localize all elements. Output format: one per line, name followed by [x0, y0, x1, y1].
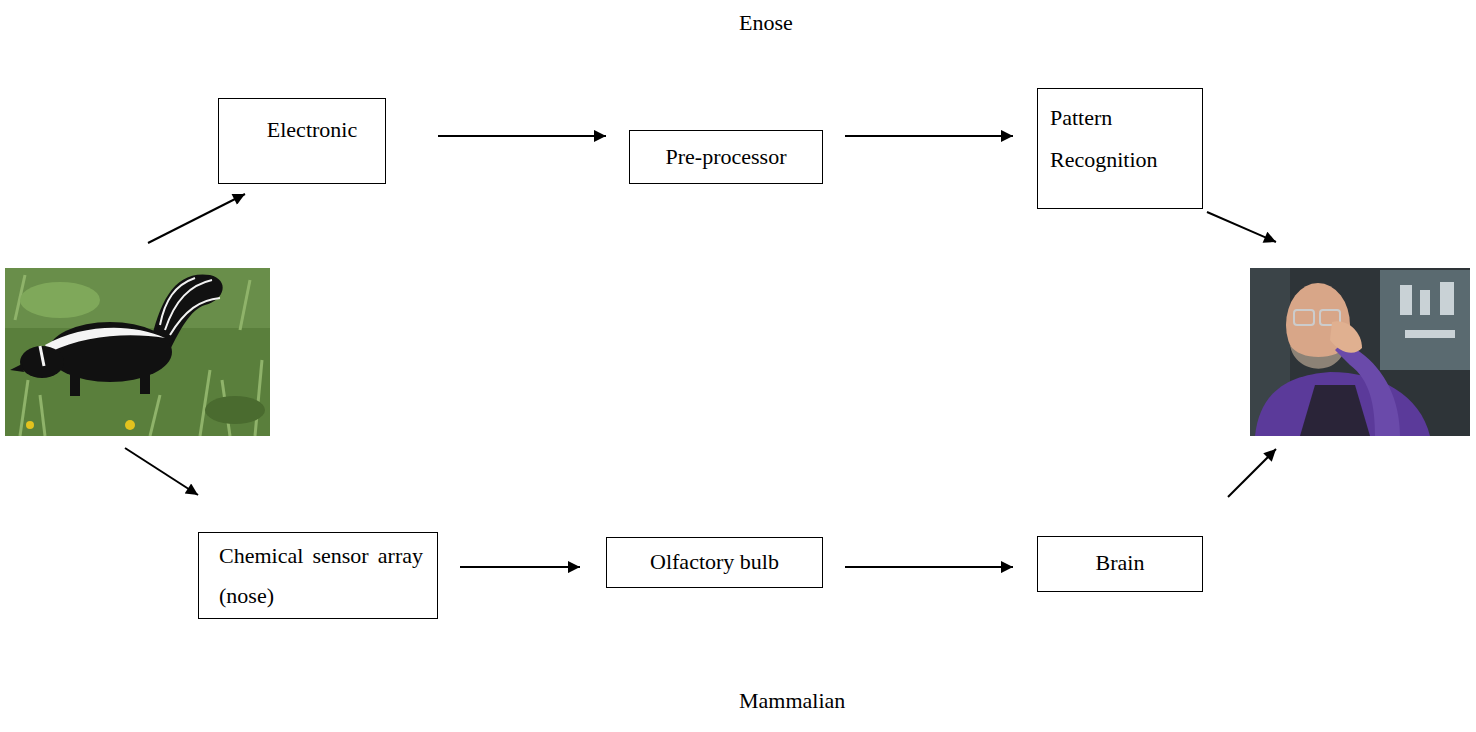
flow-arrow: [460, 566, 580, 568]
skunk-head: [20, 346, 64, 378]
picture-arrows: [125, 194, 1276, 497]
flower: [26, 421, 34, 429]
leaf-patch: [20, 282, 100, 318]
section-label: Mammalian: [739, 688, 845, 714]
box-label: Pattern Recognition: [1050, 97, 1192, 181]
grass-blade: [150, 395, 160, 436]
purple-shirt: [1255, 372, 1430, 436]
flower: [125, 420, 135, 430]
box-label: Pre-processor: [640, 144, 812, 170]
process-box: Brain: [1037, 536, 1203, 592]
skunk-leg: [70, 372, 80, 396]
shelf-background: [1380, 270, 1470, 370]
process-box: Pre-processor: [629, 130, 823, 184]
grass-blade: [240, 280, 250, 330]
flow-arrow: [438, 135, 606, 137]
tail-streak: [160, 278, 195, 325]
leaf-patch: [205, 396, 265, 424]
grass-blade: [255, 360, 262, 436]
grass-ground: [5, 268, 270, 436]
tail-streak: [170, 298, 220, 335]
flow-arrow: [845, 135, 1013, 137]
sensor-box: Electronic: [218, 98, 386, 184]
grass-blade: [200, 370, 210, 436]
box-label: Brain: [1048, 550, 1192, 576]
arrow-line: [1228, 449, 1276, 497]
skunk-stripe: [45, 328, 165, 352]
shelf-item: [1400, 285, 1412, 315]
process-box: Olfactory bulb: [606, 537, 823, 588]
shelf-item: [1405, 330, 1455, 338]
grass-blade: [40, 395, 45, 436]
hand: [1330, 321, 1362, 352]
skunk-face-stripe: [40, 346, 44, 366]
process-box: Pattern Recognition: [1037, 88, 1203, 209]
tail-streaks: [160, 278, 220, 335]
arrow-line: [148, 194, 245, 243]
skunk-leg: [140, 370, 150, 394]
skunk-photo: [5, 268, 270, 436]
skunk-snout: [10, 364, 24, 372]
box-label: Chemical sensor array (nose): [219, 536, 423, 615]
grass-blade: [20, 380, 28, 436]
tail-streak: [165, 280, 212, 330]
arrow-line: [1207, 212, 1276, 242]
box-label: Electronic: [249, 117, 375, 143]
photo-background: [1250, 268, 1470, 436]
arrow-line: [125, 448, 198, 495]
man-photo: [1250, 268, 1470, 436]
flow-arrow: [845, 566, 1013, 568]
box-label: Olfactory bulb: [617, 549, 812, 575]
shelf-item: [1420, 290, 1430, 315]
shelf-items: [1400, 282, 1455, 338]
shelf-item: [1440, 282, 1454, 315]
vest: [1300, 385, 1370, 436]
arm: [1335, 340, 1400, 436]
grass-back: [5, 268, 270, 328]
glasses-lens: [1294, 310, 1314, 325]
section-label: Enose: [739, 10, 793, 36]
sensor-box: Chemical sensor array (nose): [198, 532, 438, 619]
